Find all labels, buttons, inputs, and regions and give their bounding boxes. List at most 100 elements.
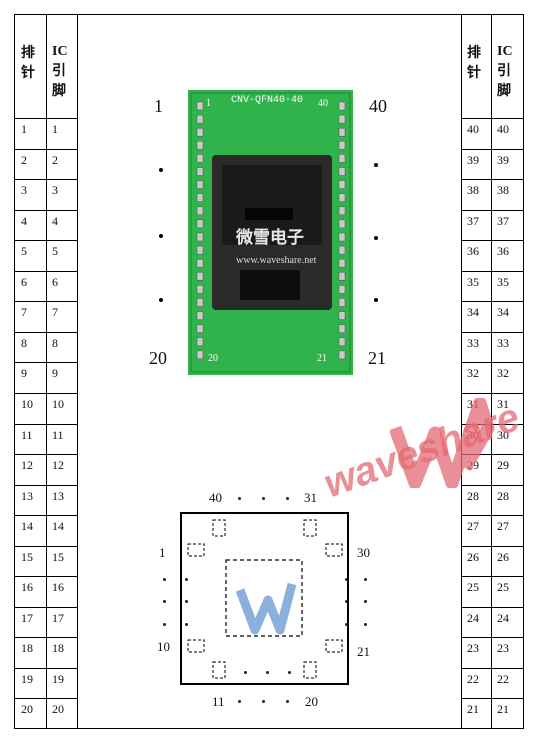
- header-pin: [196, 219, 204, 229]
- right-pin-cell: 38: [467, 183, 479, 198]
- row-divider: [14, 454, 78, 456]
- header-pin: [196, 285, 204, 294]
- ellipsis-dot: [262, 700, 265, 703]
- footprint-pad: [187, 639, 205, 653]
- right-ic-cell: 24: [497, 610, 509, 625]
- ellipsis-dot: [374, 298, 378, 302]
- table-frame: [14, 14, 524, 729]
- row-divider: [461, 515, 524, 517]
- row-divider: [14, 392, 78, 394]
- left-ic-cell: 11: [52, 427, 64, 442]
- ellipsis-dot: [374, 163, 378, 167]
- ellipsis-dot: [185, 623, 188, 626]
- row-divider: [14, 240, 78, 242]
- header-left-pin: 排 针: [21, 46, 35, 81]
- header-right-ic: IC 引 脚: [497, 44, 513, 99]
- row-divider: [461, 362, 524, 364]
- left-pin-header: [196, 101, 204, 360]
- ellipsis-dot: [286, 700, 289, 703]
- right-ic-cell: 40: [497, 122, 509, 136]
- ellipsis-dot: [159, 298, 163, 302]
- left-pin-cell: 7: [21, 305, 27, 320]
- header-pin: [338, 114, 346, 124]
- ellipsis-dot: [364, 578, 367, 581]
- left-ic-cell: 9: [52, 366, 58, 381]
- ellipsis-dot: [159, 234, 163, 238]
- right-ic-cell: 22: [497, 671, 509, 686]
- header-pin: [196, 206, 204, 216]
- left-ic-cell: 5: [52, 244, 58, 259]
- row-divider: [14, 118, 78, 119]
- right-pin-cell: 27: [467, 519, 479, 534]
- left-ic-cell: 17: [52, 610, 64, 625]
- board-label-20: 20: [149, 348, 167, 368]
- ellipsis-dot: [163, 623, 166, 626]
- left-ic-cell: 7: [52, 305, 58, 320]
- column-divider: [491, 14, 492, 729]
- left-pin-cell: 15: [21, 549, 33, 564]
- left-pin-cell: 14: [21, 519, 33, 534]
- left-pin-cell: 2: [21, 152, 27, 167]
- header-pin: [338, 127, 346, 137]
- left-pin-cell: 11: [21, 427, 33, 442]
- right-ic-cell: 33: [497, 335, 509, 350]
- row-divider: [461, 148, 524, 150]
- header-pin: [196, 180, 204, 189]
- right-ic-cell: 38: [497, 183, 509, 198]
- left-ic-cell: 12: [52, 458, 64, 473]
- board-label-40: 40: [369, 96, 387, 116]
- pcb-edge: [190, 92, 351, 373]
- row-divider: [14, 331, 78, 333]
- ellipsis-dot: [163, 600, 166, 603]
- right-pin-cell: 21: [467, 702, 479, 717]
- left-ic-cell: 6: [52, 274, 58, 289]
- right-ic-cell: 36: [497, 244, 509, 259]
- left-pin-cell: 17: [21, 610, 33, 625]
- right-pin-cell: 23: [467, 641, 479, 656]
- right-ic-cell: 25: [497, 580, 509, 595]
- header-right-pin: 排 针: [467, 46, 481, 81]
- right-ic-cell: 39: [497, 152, 509, 167]
- header-pin: [338, 285, 346, 294]
- row-divider: [461, 240, 524, 242]
- header-pin: [196, 245, 204, 255]
- adapter-board: [188, 90, 353, 375]
- qfn-footprint: [180, 512, 349, 685]
- ellipsis-dot: [159, 168, 163, 172]
- right-pin-cell: 35: [467, 274, 479, 289]
- left-ic-cell: 4: [52, 213, 58, 228]
- right-pin-header: [338, 101, 346, 360]
- header-pin: [196, 272, 204, 281]
- left-pin-cell: 19: [21, 671, 33, 686]
- left-pin-cell: 8: [21, 335, 27, 350]
- row-divider: [14, 484, 78, 486]
- ellipsis-dot: [163, 578, 166, 581]
- row-divider: [461, 392, 524, 394]
- row-divider: [14, 606, 78, 608]
- left-pin-cell: 5: [21, 244, 27, 259]
- row-divider: [461, 698, 524, 700]
- footprint-pad: [303, 519, 317, 537]
- ellipsis-dot: [374, 236, 378, 240]
- right-ic-cell: 27: [497, 519, 509, 534]
- header-pin: [338, 167, 346, 176]
- ellipsis-dot: [345, 578, 348, 581]
- fp-label-31: 31: [304, 490, 317, 505]
- waveshare-logo-watermark: [390, 398, 495, 488]
- ellipsis-dot: [288, 671, 291, 674]
- header-pin: [196, 298, 204, 307]
- footprint-pad: [325, 543, 343, 557]
- header-pin: [338, 311, 346, 320]
- row-divider: [14, 667, 78, 669]
- header-pin: [338, 324, 346, 333]
- header-pin: [196, 193, 204, 202]
- fp-label-1: 1: [159, 545, 166, 560]
- header-pin: [338, 350, 346, 360]
- left-pin-cell: 12: [21, 458, 33, 473]
- row-divider: [461, 331, 524, 333]
- left-pin-cell: 18: [21, 641, 33, 656]
- right-pin-cell: 24: [467, 610, 479, 625]
- row-divider: [14, 148, 78, 150]
- left-ic-cell: 1: [52, 122, 58, 136]
- ellipsis-dot: [266, 671, 269, 674]
